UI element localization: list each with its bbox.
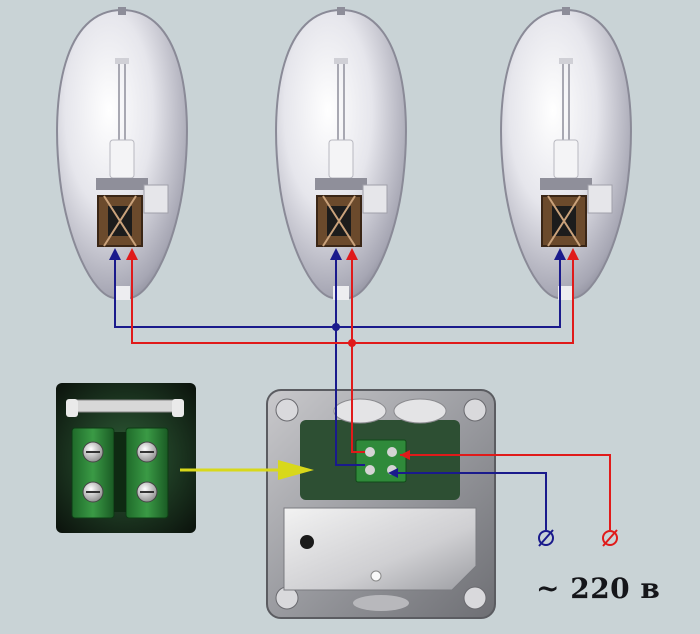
street-lamp-3 <box>500 7 632 300</box>
wire-arrowheads <box>109 248 579 478</box>
neutral-terminal-symbol <box>538 529 554 547</box>
wire-junction-dots <box>332 323 356 347</box>
supply-voltage-label: ~ 220 в <box>536 572 661 605</box>
phase-terminal-symbol <box>602 529 618 547</box>
closeup-pointer-arrow <box>180 460 314 480</box>
street-lamp-1 <box>56 7 188 300</box>
street-lamp-2 <box>275 7 407 300</box>
terminal-block-closeup <box>56 383 196 533</box>
junction-box <box>266 389 496 619</box>
